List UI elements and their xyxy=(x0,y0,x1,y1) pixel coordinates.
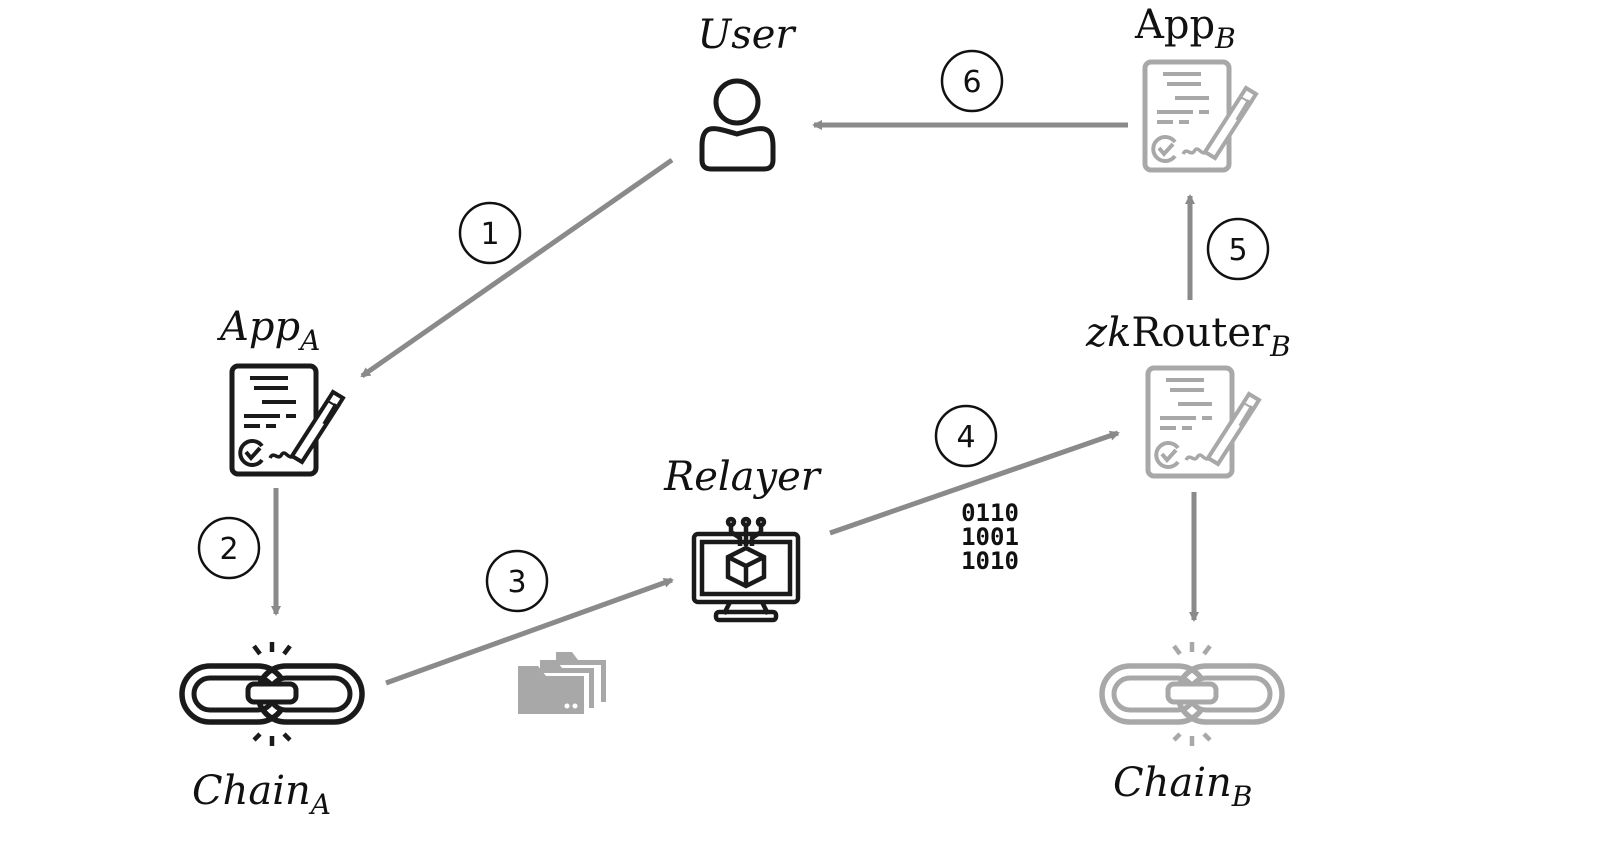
step-badge-6: 6 xyxy=(940,49,1004,113)
monitor-cube-icon xyxy=(691,516,801,623)
folders-icon xyxy=(518,652,606,714)
node-relayer: Relayer xyxy=(663,454,823,623)
node-label-prefix: zk xyxy=(1085,310,1131,356)
svg-text:ChainB: ChainB xyxy=(1113,760,1252,813)
chain-link-icon xyxy=(1102,642,1282,746)
binary-data-icon: 0110 1001 1010 xyxy=(961,499,1019,575)
node-label: Chain xyxy=(1113,760,1232,806)
step-badge-4: 4 xyxy=(934,404,998,468)
svg-text:AppB: AppB xyxy=(1134,2,1236,55)
step-number: 3 xyxy=(507,565,526,600)
contract-icon xyxy=(1148,368,1259,476)
step-number: 5 xyxy=(1228,233,1247,268)
node-label: User xyxy=(697,12,797,58)
node-app-a: AppA xyxy=(216,304,343,474)
step-number: 1 xyxy=(480,217,499,252)
binary-line: 1010 xyxy=(961,547,1019,575)
step-number: 4 xyxy=(956,420,975,455)
arrow-step-3 xyxy=(385,577,674,686)
step-number: 6 xyxy=(962,65,981,100)
node-zkrouter-b: zkRouterB xyxy=(1085,310,1291,476)
svg-text:AppA: AppA xyxy=(216,304,320,357)
contract-icon xyxy=(232,366,343,474)
step-badge-5: 5 xyxy=(1206,217,1270,281)
step-badge-1: 1 xyxy=(458,201,522,265)
node-subscript: B xyxy=(1214,22,1236,55)
node-chain-b: ChainB xyxy=(1102,642,1282,813)
chain-link-icon xyxy=(182,642,362,746)
node-label: App xyxy=(1134,2,1215,48)
node-user: User xyxy=(697,12,797,172)
node-label: Router xyxy=(1131,310,1271,356)
node-subscript: A xyxy=(308,788,331,821)
node-label: App xyxy=(216,304,300,350)
step-number: 2 xyxy=(219,532,238,567)
binary-line: 1001 xyxy=(961,523,1019,551)
node-label: Chain xyxy=(192,768,311,814)
svg-text:zkRouterB: zkRouterB xyxy=(1085,310,1291,363)
step-badge-3: 3 xyxy=(485,549,549,613)
step-badge-2: 2 xyxy=(197,516,261,580)
arrow-step-1 xyxy=(360,157,674,379)
user-icon xyxy=(699,78,776,172)
svg-text:ChainA: ChainA xyxy=(192,768,331,821)
arrows xyxy=(271,120,1199,686)
binary-line: 0110 xyxy=(961,499,1019,527)
arrow-step-4 xyxy=(829,430,1120,536)
node-subscript: B xyxy=(1231,780,1253,813)
contract-icon xyxy=(1145,62,1256,170)
node-chain-a: ChainA xyxy=(182,642,362,821)
node-subscript: B xyxy=(1269,330,1291,363)
node-label: Relayer xyxy=(663,454,823,500)
node-app-b: AppB xyxy=(1134,2,1256,170)
node-subscript: A xyxy=(297,324,320,357)
